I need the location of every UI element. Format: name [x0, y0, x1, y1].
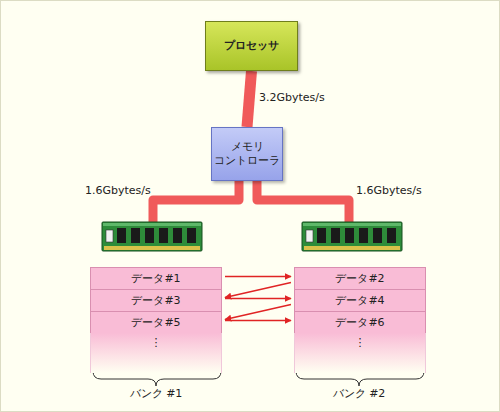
data-cell: データ#2: [294, 267, 426, 290]
data-cell: データ#1: [90, 267, 222, 290]
text-group: ⋮: [355, 336, 366, 350]
processor-box: プロセッサ: [205, 21, 298, 71]
text-group: データ#4: [335, 294, 384, 308]
memory-module: [102, 222, 202, 251]
ellipsis-cell: ⋮: [294, 333, 426, 373]
ellipsis-cell: ⋮: [90, 333, 222, 373]
data-cell: データ#5: [90, 311, 222, 334]
data-cell: データ#3: [90, 289, 222, 312]
node-text: データ#1: [131, 272, 180, 286]
node-text: データ#6: [335, 316, 384, 330]
data-cell: データ#6: [294, 311, 426, 334]
node-text: データ#4: [335, 294, 384, 308]
node-text: データ#2: [335, 272, 384, 286]
text-group: データ#5: [131, 316, 180, 330]
node-text: データ#5: [131, 316, 180, 330]
brace: [296, 371, 424, 386]
bus-line: [153, 181, 239, 225]
bandwidth-label: 3.2Gbytes/s: [259, 91, 325, 105]
interleave-arrow: [225, 298, 291, 299]
data-cell: データ#4: [294, 289, 426, 312]
controller-box: メモリ コントローラ: [211, 127, 283, 181]
interleave-arrow: [225, 320, 291, 321]
text-group: ⋮: [151, 336, 162, 350]
bank-label: バンク #1: [116, 387, 196, 401]
text-group: データ#6: [335, 316, 384, 330]
interleave-arrow: [225, 283, 291, 298]
bandwidth-label: 1.6Gbytes/s: [85, 184, 151, 198]
text-group: メモリ コントローラ: [212, 140, 282, 168]
brace: [93, 371, 221, 386]
node-text: ⋮: [355, 336, 366, 350]
interleave-arrow: [225, 305, 291, 320]
text-group: データ#1: [131, 272, 180, 286]
text-group: データ#2: [335, 272, 384, 286]
memory-module: [302, 222, 402, 251]
bus-line: [247, 71, 252, 127]
text-group: データ#3: [131, 294, 180, 308]
node-text: データ#3: [131, 294, 180, 308]
interleave-arrow: [225, 276, 291, 277]
node-text: ⋮: [151, 336, 162, 350]
bandwidth-label: 1.6Gbytes/s: [356, 184, 422, 198]
bank-label: バンク #2: [319, 387, 399, 401]
node-text: プロセッサ: [224, 39, 279, 53]
text-group: プロセッサ: [224, 39, 279, 53]
bus-line: [257, 181, 349, 225]
node-text: メモリ コントローラ: [212, 140, 282, 168]
